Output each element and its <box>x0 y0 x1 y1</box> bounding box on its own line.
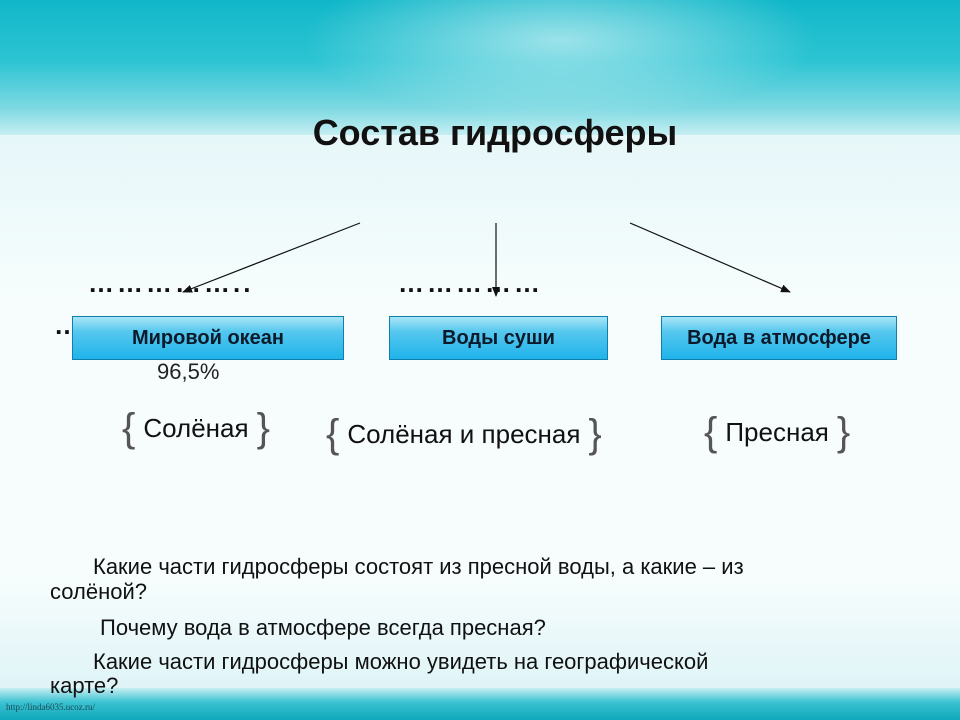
slide-title: Состав гидросферы <box>312 112 678 153</box>
left-brace-icon: { <box>704 410 718 454</box>
right-brace-icon: } <box>836 410 851 454</box>
type-ocean: { Солёная } <box>122 408 270 448</box>
arrow-to-atmosphere <box>629 222 791 293</box>
question-1-line-1: Какие части гидросферы состоят из пресно… <box>93 554 744 579</box>
type-ocean-label: Солёная <box>143 412 249 443</box>
left-brace-icon: { <box>122 406 136 450</box>
type-land: { Солёная и пресная } <box>326 414 602 454</box>
question-2: Почему вода в атмосфере всегда пресная? <box>100 615 546 640</box>
type-land-label: Солёная и пресная <box>347 418 581 449</box>
blank-dots-middle: …………… <box>398 268 543 298</box>
question-3-line-1: Какие части гидросферы можно увидеть на … <box>93 649 709 674</box>
header-glow <box>300 0 820 120</box>
header-band <box>0 0 960 135</box>
content-background <box>0 135 960 688</box>
arrow-to-ocean <box>182 222 361 293</box>
type-atmosphere: { Пресная } <box>704 412 850 452</box>
box-land-waters: Воды суши <box>389 316 608 360</box>
footer-band <box>0 688 960 720</box>
question-1-line-2: солёной? <box>50 579 147 604</box>
right-brace-icon: } <box>588 412 602 456</box>
box-world-ocean: Мировой океан <box>72 316 344 360</box>
type-atmosphere-label: Пресная <box>725 416 829 447</box>
left-brace-icon: { <box>326 412 340 456</box>
ocean-percent: 96,5% <box>157 359 220 384</box>
question-3-line-2: карте? <box>50 673 119 698</box>
right-brace-icon: } <box>256 406 270 450</box>
box-atmosphere-water: Вода в атмосфере <box>661 316 897 360</box>
blank-dots-left: …………….. <box>88 268 254 298</box>
footer-url: http://linda6035.ucoz.ru/ <box>6 702 95 712</box>
